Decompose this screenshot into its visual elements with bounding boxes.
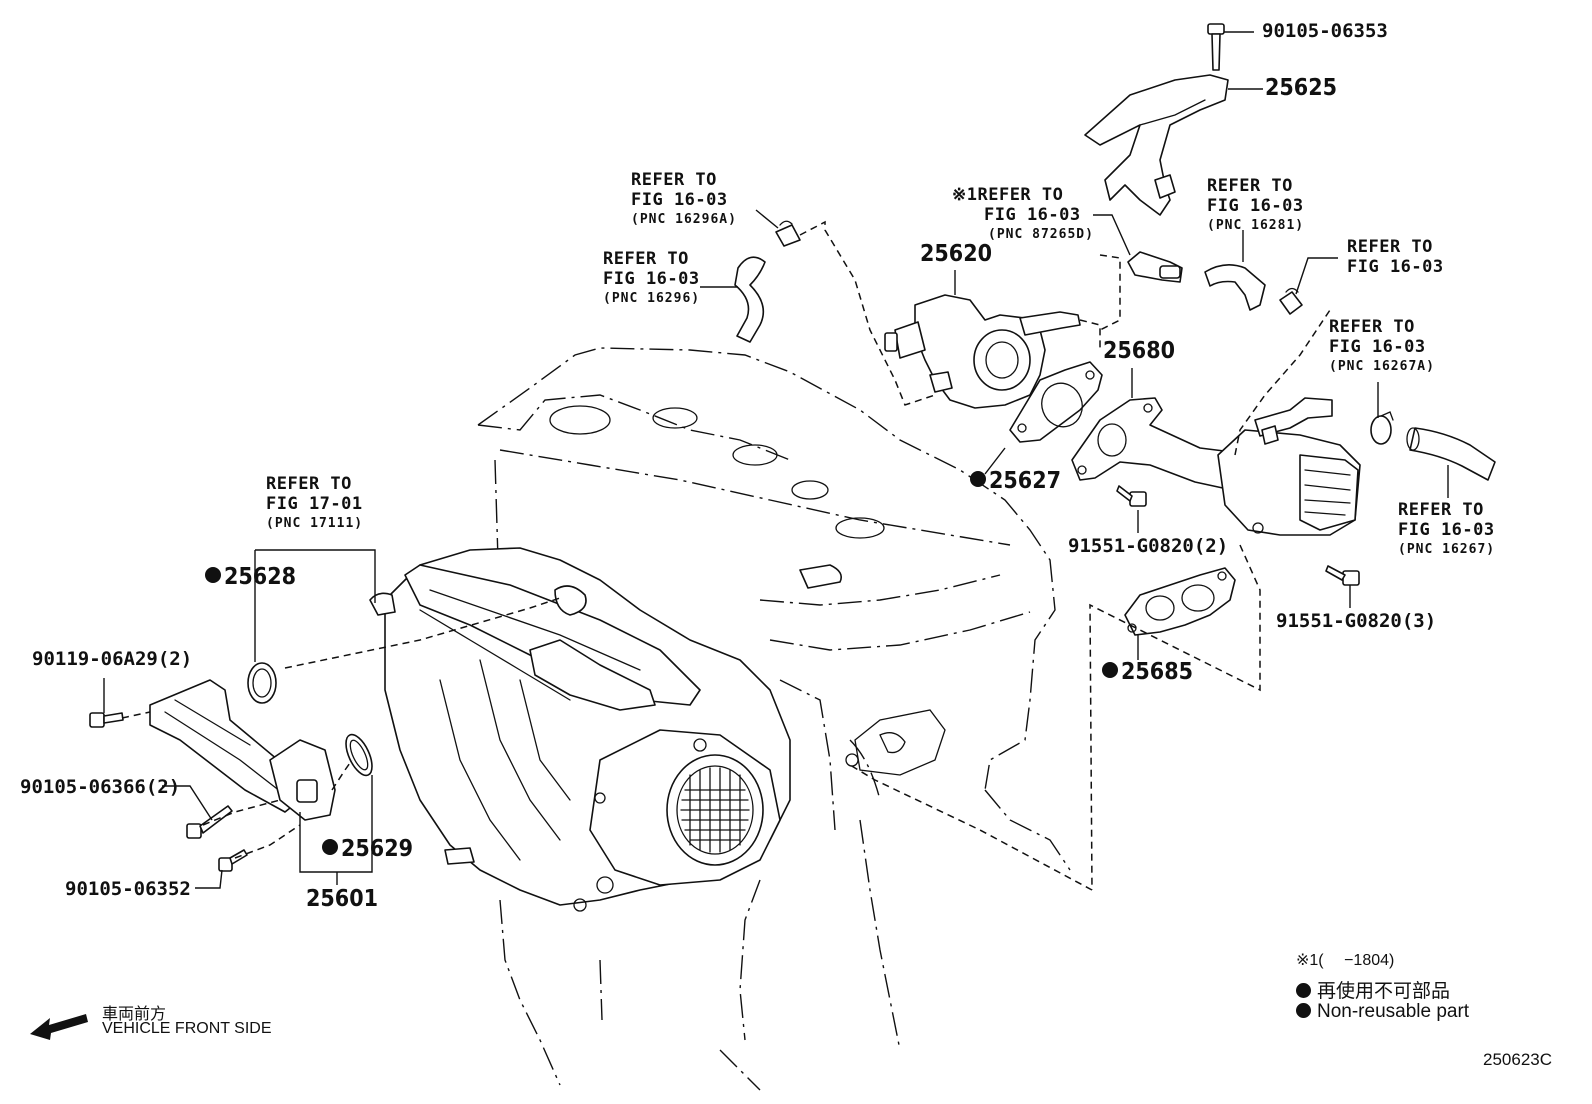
- reference-line2: FIG 16-03: [1207, 196, 1304, 216]
- reference-16296: REFER TO FIG 16-03 (PNC 16296): [603, 249, 701, 306]
- part-label-25601: 25601: [306, 886, 378, 912]
- bolt-91551-g0820-3: [1325, 565, 1360, 586]
- part-label-90105-06352: 90105-06352: [65, 878, 191, 900]
- part-label-25627: 25627: [970, 470, 1061, 493]
- legend-nonreusable-en: Non-reusable part: [1296, 1001, 1469, 1023]
- reference-line2: FIG 16-03: [1347, 257, 1444, 277]
- legend-nonreusable-jp: 再使用不可部品: [1296, 976, 1450, 1003]
- reference-line1: REFER TO: [1207, 176, 1293, 196]
- nonreusable-dot: [1296, 983, 1311, 998]
- part-label-91551-g0820-3: 91551-G0820(3): [1276, 610, 1437, 632]
- reference-line1: REFER TO: [1347, 237, 1433, 257]
- sensor-87265d: [1127, 251, 1183, 283]
- leader-lines: [103, 31, 1449, 889]
- part-label-25628: 25628: [205, 566, 296, 589]
- reference-line2: FIG 16-03: [984, 205, 1081, 225]
- clamp-16-03: [1279, 287, 1303, 315]
- part-label-90105-06366: 90105-06366(2): [20, 776, 181, 798]
- intake-manifold: [369, 547, 791, 912]
- direction-label-jp: 車両前方: [102, 1006, 167, 1023]
- reference-line1: REFER TO: [1329, 317, 1415, 337]
- bolt-91551-g0820-2: [1116, 485, 1147, 507]
- reference-16296a: REFER TO FIG 16-03 (PNC 16296A): [631, 170, 737, 227]
- bolt-90105-06353: [1207, 23, 1225, 71]
- reference-87265d: ※1REFER TO FIG 16-03 (PNC 87265D): [952, 185, 1094, 242]
- clamp-16296a: [775, 220, 801, 247]
- reference-line2: FIG 16-03: [603, 269, 700, 289]
- reference-line1: REFER TO: [631, 170, 717, 190]
- reference-16-03-clamp: REFER TO FIG 16-03: [1347, 239, 1444, 276]
- reference-pnc: (PNC 16267): [1398, 542, 1496, 557]
- reference-pnc: (PNC 16281): [1207, 218, 1305, 233]
- egr-valve-25620: [884, 294, 1081, 409]
- direction-label-en: VEHICLE FRONT SIDE: [102, 1020, 272, 1037]
- hose-16267: [1406, 427, 1496, 481]
- reference-line1: REFER TO: [603, 249, 689, 269]
- part-label-90119-06a29: 90119-06A29(2): [32, 648, 193, 670]
- legend-note: ※1( −1804): [1296, 952, 1395, 969]
- part-label-25620: 25620: [920, 241, 992, 267]
- bolt-90105-06366: [186, 805, 233, 839]
- gasket-25629: [345, 733, 373, 777]
- clamp-16267a: [1370, 411, 1394, 445]
- throttle-mesh: [680, 767, 750, 853]
- reference-pnc: (PNC 17111): [266, 516, 364, 531]
- figure-code: 250623C: [1483, 1050, 1553, 1069]
- part-label-25625: 25625: [1265, 75, 1337, 101]
- bolt-90105-06352: [218, 849, 248, 872]
- reference-line1: REFER TO: [977, 185, 1064, 205]
- nonreusable-dot: [970, 471, 986, 487]
- manifold-bracket: [149, 679, 336, 821]
- assembly-lines: [121, 220, 1331, 891]
- part-label-91551-g0820-2: 91551-G0820(2): [1068, 535, 1229, 557]
- part-label-25629: 25629: [322, 838, 413, 861]
- part-label-25685: 25685: [1102, 661, 1193, 684]
- part-number: 25629: [341, 836, 413, 862]
- reference-line2: FIG 16-03: [1329, 337, 1426, 357]
- part-number: 25685: [1121, 659, 1193, 685]
- reference-16281: REFER TO FIG 16-03 (PNC 16281): [1207, 176, 1305, 233]
- egr-pipe-25680: [1071, 397, 1233, 491]
- reference-line2: FIG 16-03: [1398, 520, 1495, 540]
- engine-block-outline: [477, 347, 1071, 1091]
- hose-16281: [1204, 264, 1266, 311]
- hose-16296: [734, 256, 766, 343]
- gasket-25627: [1009, 361, 1103, 443]
- part-label-25680: 25680: [1103, 338, 1175, 364]
- reference-17111: REFER TO FIG 17-01 (PNC 17111): [266, 474, 364, 531]
- reference-line2: FIG 16-03: [631, 190, 728, 210]
- nonreusable-dot: [1102, 662, 1118, 678]
- reference-line1: REFER TO: [1398, 500, 1484, 520]
- reference-line2: FIG 17-01: [266, 494, 363, 514]
- front-arrow-icon: [30, 1014, 88, 1040]
- part-label-90105-06353: 90105-06353: [1262, 20, 1388, 42]
- reference-pnc: (PNC 16267A): [1329, 359, 1435, 374]
- bracket-25625: [1084, 74, 1229, 216]
- reference-16267a: REFER TO FIG 16-03 (PNC 16267A): [1329, 317, 1435, 374]
- nonreusable-dot: [322, 839, 338, 855]
- legend-text: 再使用不可部品: [1317, 981, 1451, 1002]
- bolt-90119-06a29: [89, 712, 124, 728]
- nonreusable-dot: [205, 567, 221, 583]
- part-number: 25627: [989, 468, 1061, 494]
- reference-16267: REFER TO FIG 16-03 (PNC 16267): [1398, 500, 1496, 557]
- legend-text: Non-reusable part: [1317, 1001, 1470, 1022]
- gasket-25685: [1124, 567, 1236, 636]
- egr-cooler-assembly: [1217, 397, 1361, 536]
- reference-pnc: (PNC 87265D): [988, 227, 1094, 242]
- note-mark: ※1: [952, 185, 978, 205]
- reference-pnc: (PNC 16296): [603, 291, 701, 306]
- reference-pnc: (PNC 16296A): [631, 212, 737, 227]
- part-number: 25628: [224, 564, 296, 590]
- nonreusable-dot: [1296, 1003, 1311, 1018]
- reference-line1: REFER TO: [266, 474, 352, 494]
